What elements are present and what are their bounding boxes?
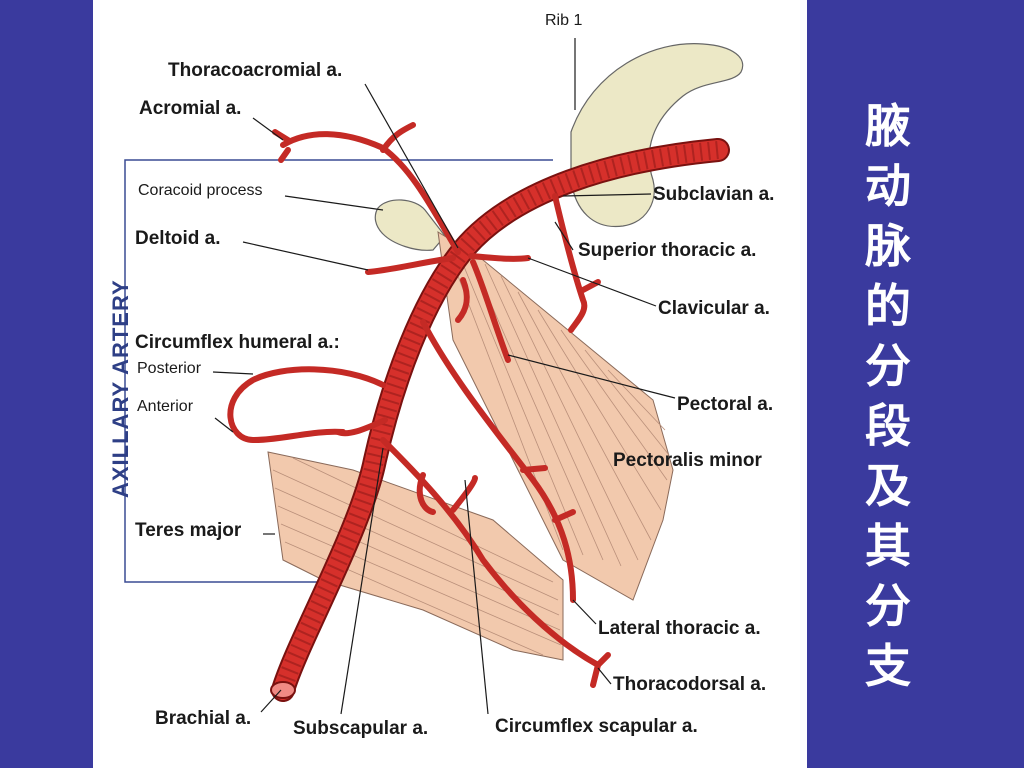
label-pectoralis-minor: Pectoralis minor xyxy=(613,450,762,471)
label-deltoid: Deltoid a. xyxy=(135,228,221,249)
artery-branches xyxy=(227,122,611,688)
label-circumflex-humeral: Circumflex humeral a.: xyxy=(135,332,340,353)
label-lateral-thoracic: Lateral thoracic a. xyxy=(598,618,761,639)
label-acromial: Acromial a. xyxy=(139,98,242,119)
label-circumflex-scapular: Circumflex scapular a. xyxy=(495,716,698,737)
pectoralis-minor-fibers xyxy=(447,249,670,567)
label-subclavian: Subclavian a. xyxy=(653,184,775,205)
section-frame xyxy=(124,159,553,583)
axillary-artery-trunk-fill xyxy=(273,140,728,700)
slide-title: 腋动脉的分段及其分支 xyxy=(865,99,911,693)
rib-bone xyxy=(570,43,744,228)
section-title: AXILLARY ARTERY xyxy=(108,279,133,498)
label-posterior: Posterior xyxy=(137,360,202,377)
coracoid-process xyxy=(374,199,446,251)
slide-panel: Rib 1 Thoracoacromial a. Acromial a. Cor… xyxy=(93,0,807,768)
label-superior-thoracic: Superior thoracic a. xyxy=(578,240,757,261)
label-teres-major: Teres major xyxy=(135,520,242,541)
brachial-cut-end xyxy=(270,681,296,699)
label-anterior: Anterior xyxy=(137,398,194,415)
label-pectoral: Pectoral a. xyxy=(677,394,774,415)
label-brachial: Brachial a. xyxy=(155,708,252,729)
label-thoracoacromial: Thoracoacromial a. xyxy=(168,60,343,81)
leader-lines xyxy=(212,38,676,715)
label-thoracodorsal: Thoracodorsal a. xyxy=(613,674,767,695)
label-coracoid: Coracoid process xyxy=(138,182,263,199)
label-rib: Rib 1 xyxy=(545,12,583,29)
label-clavicular: Clavicular a. xyxy=(658,298,770,319)
label-subscapular: Subscapular a. xyxy=(293,718,429,739)
artery-diagram xyxy=(124,38,744,715)
